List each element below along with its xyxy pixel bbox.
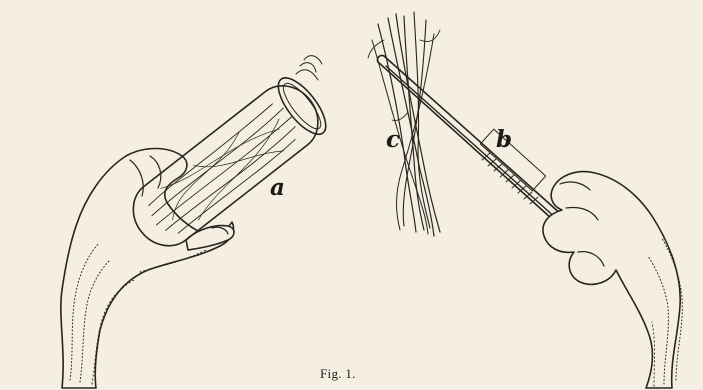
fiber-bundle [368, 12, 440, 236]
right-hand-arm [543, 172, 682, 388]
label-c: c [386, 128, 400, 151]
label-a: a [270, 176, 285, 199]
label-b: b [496, 128, 512, 151]
figure-caption: Fig. 1. [320, 366, 356, 382]
